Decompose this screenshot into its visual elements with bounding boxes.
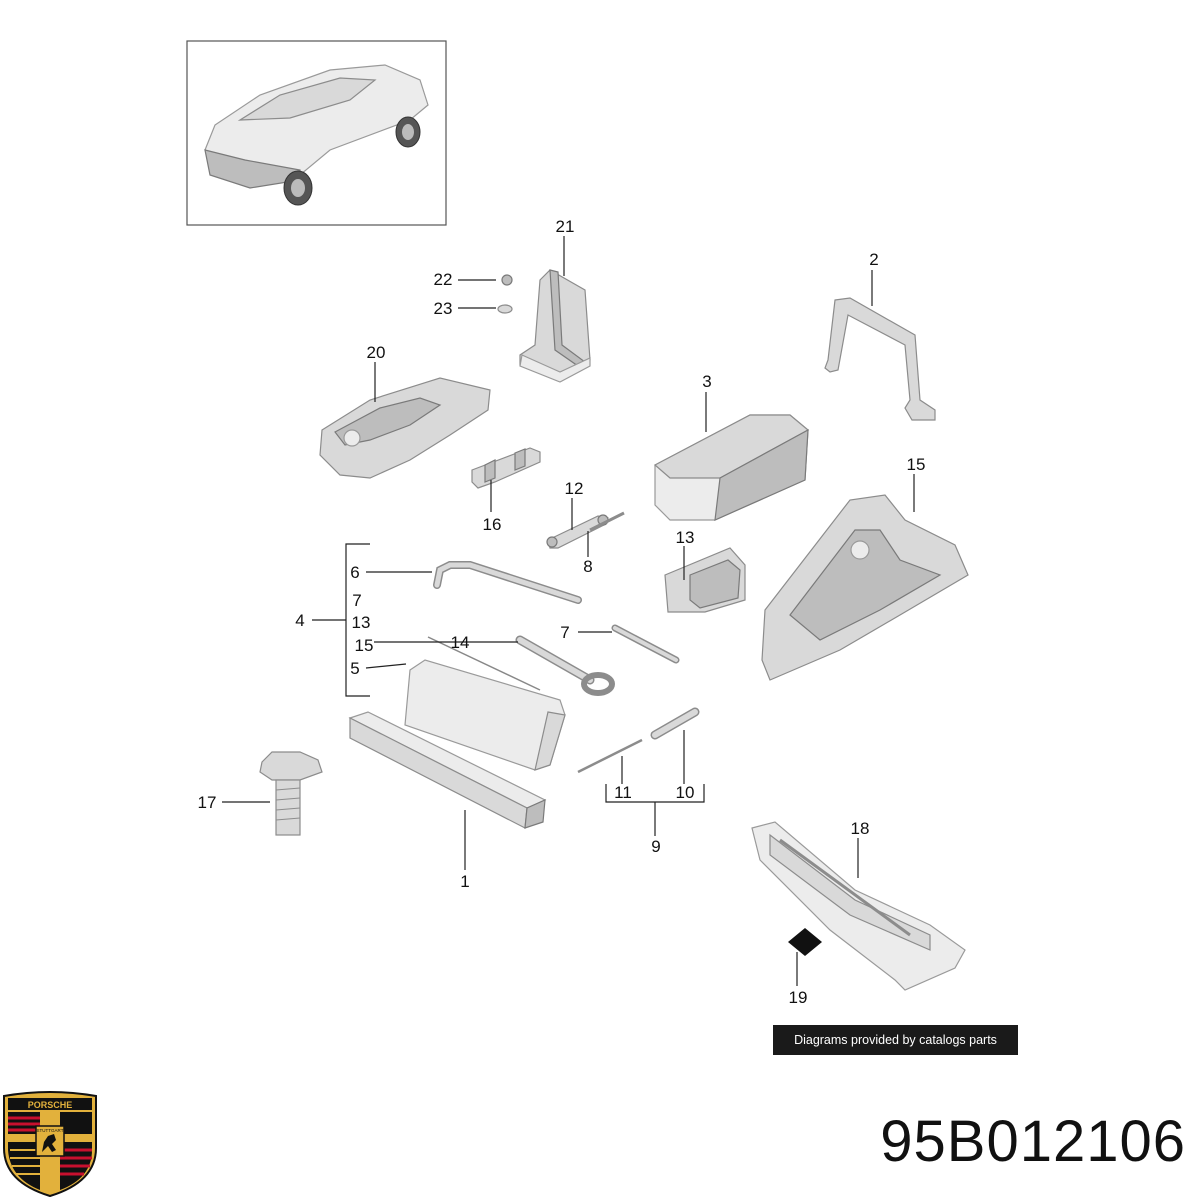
part-16-clip xyxy=(471,447,541,489)
callout-16: 16 xyxy=(483,515,502,534)
vehicle-thumbnail xyxy=(186,40,447,226)
callout-19: 19 xyxy=(789,988,808,1007)
callout-22: 22 xyxy=(434,270,453,289)
part-19-label xyxy=(788,928,822,956)
part-12-wrench xyxy=(546,511,625,549)
part-11-bit xyxy=(577,738,643,774)
part-22-nut xyxy=(501,274,513,286)
part-20-tray xyxy=(319,377,491,479)
part-2-strap xyxy=(824,297,936,421)
part-18-jack xyxy=(751,821,966,991)
vehicle-illustration xyxy=(204,64,429,206)
callout-3: 3 xyxy=(702,372,711,391)
callout-5: 5 xyxy=(350,659,359,678)
callout-17: 17 xyxy=(198,793,217,812)
part-21-bracket xyxy=(519,269,591,383)
callout-11: 11 xyxy=(614,783,632,802)
callout-13: 13 xyxy=(676,528,695,547)
svg-text:PORSCHE: PORSCHE xyxy=(28,1100,73,1110)
callout-18: 18 xyxy=(851,819,870,838)
part-number: 95B012106 xyxy=(880,1109,1186,1174)
part-6-bar xyxy=(433,561,582,604)
callout-13-group: 13 xyxy=(352,613,371,632)
callout-7: 7 xyxy=(560,623,569,642)
callout-2: 2 xyxy=(869,250,878,269)
callout-15-group: 15 xyxy=(355,636,374,655)
callout-8: 8 xyxy=(583,557,592,576)
part-15-tray xyxy=(761,494,969,681)
callout-10: 10 xyxy=(676,783,695,802)
callout-23: 23 xyxy=(434,299,453,318)
part-17-bolt xyxy=(259,751,323,836)
callout-6: 6 xyxy=(350,563,359,582)
part-5-foam xyxy=(404,636,566,771)
callout-14: 14 xyxy=(451,633,470,652)
credit-text: Diagrams provided by catalogs parts xyxy=(794,1033,997,1047)
callout-21: 21 xyxy=(556,217,575,236)
part-1-block xyxy=(348,711,547,829)
part-14-tow-hook xyxy=(515,635,615,696)
callout-7-group: 7 xyxy=(352,591,361,610)
credit-banner: Diagrams provided by catalogs parts xyxy=(773,1025,1018,1055)
svg-text:STUTTGART: STUTTGART xyxy=(37,1128,64,1133)
leader-lines xyxy=(222,236,915,986)
callout-4: 4 xyxy=(295,611,304,630)
porsche-crest-logo: PORSCHE STUTTGART xyxy=(3,1091,97,1198)
callout-15: 15 xyxy=(907,455,926,474)
callout-20: 20 xyxy=(367,343,386,362)
part-13-bracket xyxy=(664,547,746,613)
part-7-pin xyxy=(611,624,680,664)
part-10-screwdriver xyxy=(650,707,700,740)
callout-1: 1 xyxy=(460,872,469,891)
callout-9: 9 xyxy=(651,837,660,856)
part-3-box xyxy=(653,414,810,521)
callout-labels: 1 2 3 4 5 6 7 7 8 9 10 11 12 13 13 14 15… xyxy=(198,217,926,1007)
callout-12: 12 xyxy=(565,479,584,498)
part-23-washer xyxy=(497,304,513,314)
